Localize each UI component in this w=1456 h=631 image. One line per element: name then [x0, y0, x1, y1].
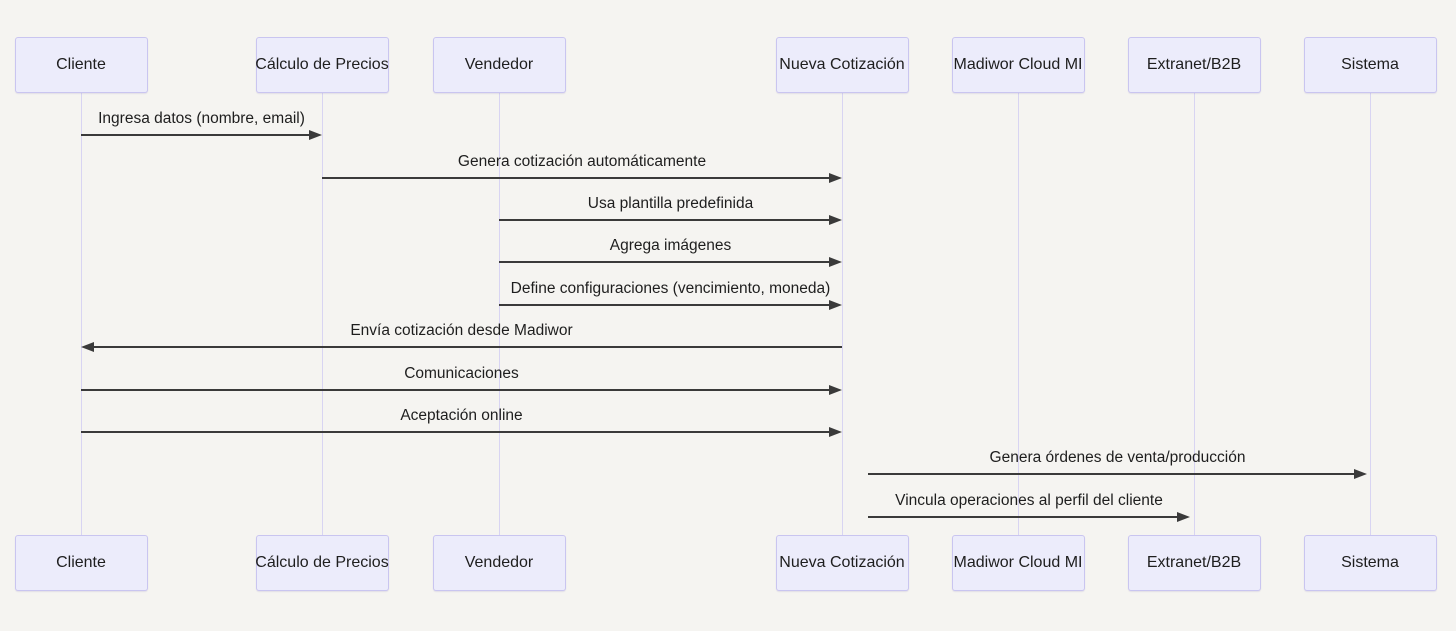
message-line-3: [499, 261, 830, 263]
lifeline-6: [1370, 93, 1371, 535]
actor-box-bottom-5: Extranet/B2B: [1127, 535, 1261, 591]
actor-label: Nueva Cotización: [779, 56, 905, 73]
actor-label: Cálculo de Precios: [255, 554, 389, 571]
actor-label: Extranet/B2B: [1146, 554, 1242, 571]
lifeline-1: [322, 93, 323, 535]
arrowhead-right-icon: [1354, 469, 1367, 479]
message-line-5: [93, 346, 842, 348]
message-label-3: Agrega imágenes: [609, 237, 732, 254]
message-label-8: Genera órdenes de venta/producción: [989, 449, 1246, 466]
lifeline-3: [842, 93, 843, 535]
message-line-4: [499, 304, 830, 306]
actor-box-bottom-2: Vendedor: [432, 535, 566, 591]
actor-label: Cálculo de Precios: [255, 56, 389, 73]
message-line-8: [868, 473, 1355, 475]
actor-label: Madiwor Cloud MI: [953, 554, 1083, 571]
actor-label: Cliente: [56, 554, 106, 571]
message-line-7: [81, 431, 830, 433]
actor-box-top-2: Vendedor: [432, 37, 566, 93]
lifeline-5: [1194, 93, 1195, 535]
lifeline-0: [81, 93, 82, 535]
actor-label: Extranet/B2B: [1146, 56, 1242, 73]
arrowhead-right-icon: [829, 385, 842, 395]
arrowhead-right-icon: [829, 257, 842, 267]
message-label-2: Usa plantilla predefinida: [587, 195, 754, 212]
actor-box-bottom-6: Sistema: [1303, 535, 1437, 591]
actor-box-top-6: Sistema: [1303, 37, 1437, 93]
actor-box-bottom-0: Cliente: [14, 535, 148, 591]
actor-label: Madiwor Cloud MI: [953, 56, 1083, 73]
arrowhead-right-icon: [309, 130, 322, 140]
actor-box-top-3: Nueva Cotización: [775, 37, 909, 93]
message-label-4: Define configuraciones (vencimiento, mon…: [510, 280, 831, 297]
message-label-5: Envía cotización desde Madiwor: [350, 322, 573, 339]
actor-label: Vendedor: [464, 56, 534, 73]
arrowhead-right-icon: [829, 173, 842, 183]
message-line-1: [322, 177, 830, 179]
message-line-6: [81, 389, 830, 391]
actor-box-top-5: Extranet/B2B: [1127, 37, 1261, 93]
message-label-9: Vincula operaciones al perfil del client…: [895, 492, 1163, 509]
arrowhead-left-icon: [81, 342, 94, 352]
actor-box-top-0: Cliente: [14, 37, 148, 93]
arrowhead-right-icon: [829, 427, 842, 437]
actor-box-top-4: Madiwor Cloud MI: [951, 37, 1085, 93]
arrowhead-right-icon: [1177, 512, 1190, 522]
message-label-1: Genera cotización automáticamente: [457, 153, 707, 170]
message-label-6: Comunicaciones: [404, 365, 519, 382]
message-line-9: [868, 516, 1178, 518]
actor-label: Nueva Cotización: [779, 554, 905, 571]
lifeline-4: [1018, 93, 1019, 535]
actor-label: Vendedor: [464, 554, 534, 571]
arrowhead-right-icon: [829, 300, 842, 310]
message-line-2: [499, 219, 830, 221]
message-label-7: Aceptación online: [400, 407, 523, 424]
actor-label: Sistema: [1341, 554, 1399, 571]
message-label-0: Ingresa datos (nombre, email): [98, 110, 305, 127]
actor-box-bottom-1: Cálculo de Precios: [255, 535, 389, 591]
message-line-0: [81, 134, 310, 136]
actor-label: Sistema: [1341, 56, 1399, 73]
actor-box-bottom-3: Nueva Cotización: [775, 535, 909, 591]
actor-box-top-1: Cálculo de Precios: [255, 37, 389, 93]
actor-label: Cliente: [56, 56, 106, 73]
arrowhead-right-icon: [829, 215, 842, 225]
actor-box-bottom-4: Madiwor Cloud MI: [951, 535, 1085, 591]
lifeline-2: [499, 93, 500, 535]
